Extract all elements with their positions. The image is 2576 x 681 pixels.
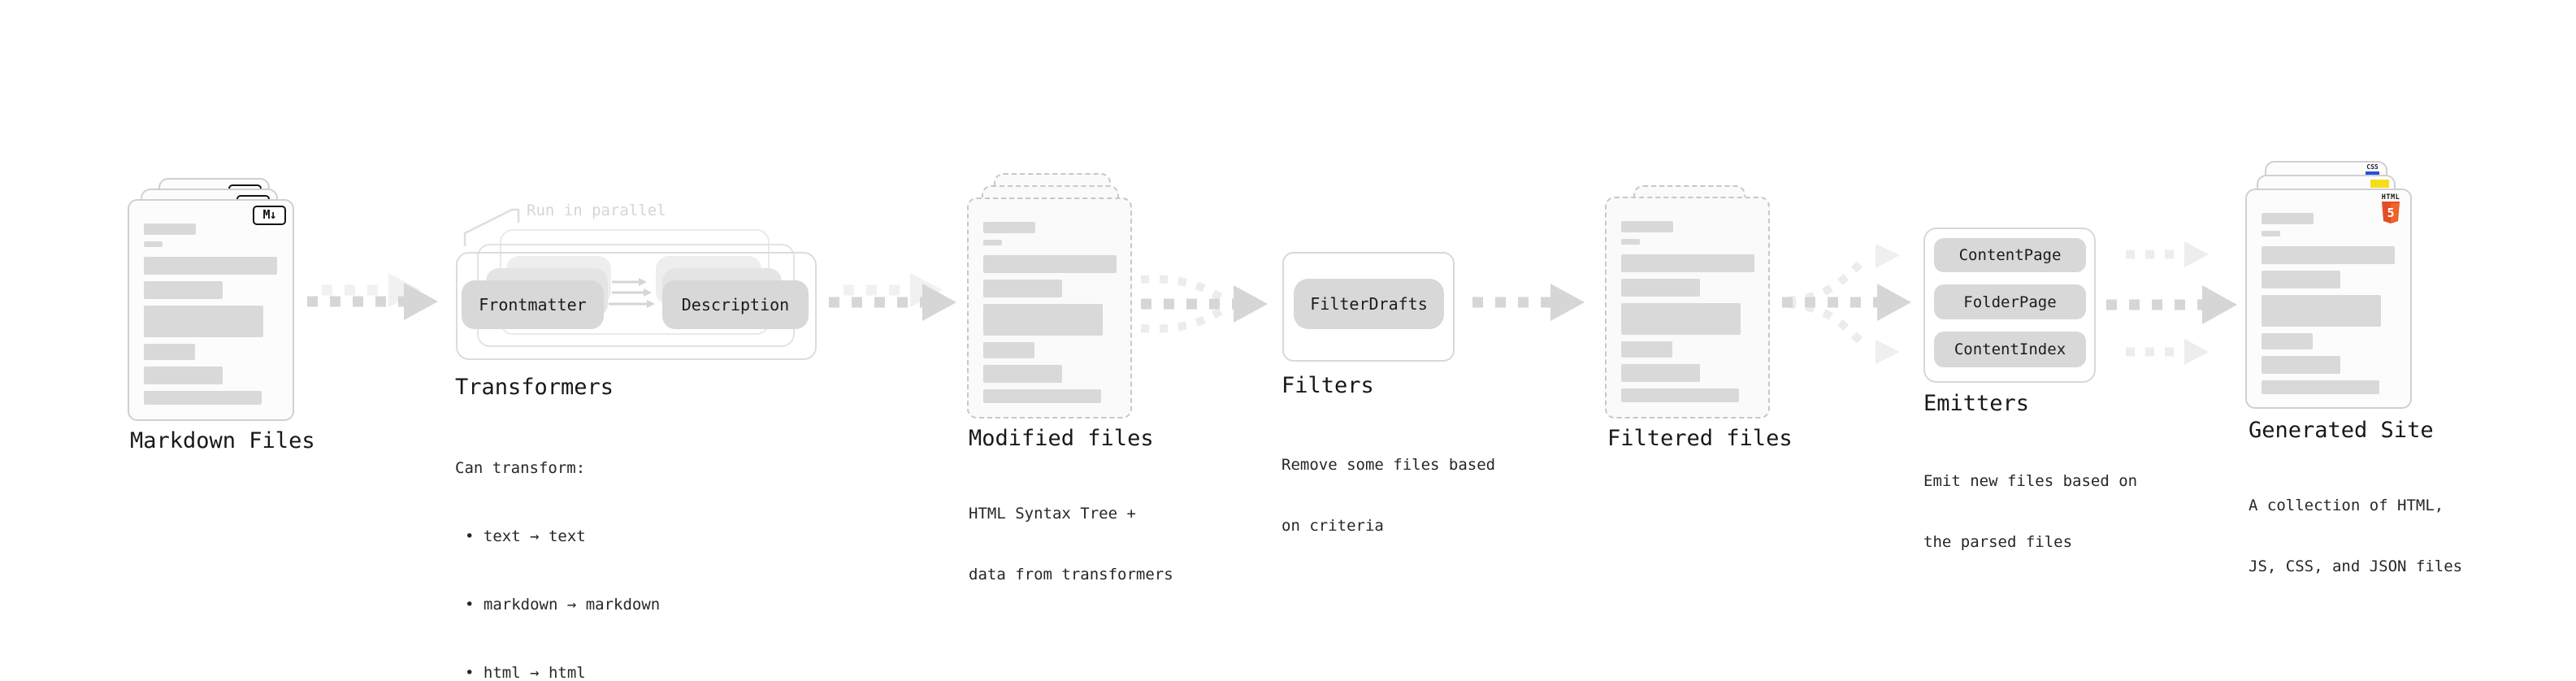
filterdrafts-pill: FilterDrafts (1294, 279, 1444, 329)
generated-doc-front: HTML 5 (2245, 189, 2412, 409)
doc-skeleton-lines (144, 223, 277, 405)
modified-doc-front (967, 197, 1132, 419)
js-file-icon (2370, 180, 2389, 188)
folderpage-pill: FolderPage (1934, 284, 2086, 319)
doc-skeleton-lines (2262, 213, 2395, 394)
arrow-filtered-to-emitters (1782, 244, 1911, 364)
modified-files-title: Modified files (969, 426, 1154, 451)
contentindex-pill: ContentIndex (1934, 332, 2086, 367)
arrow-markdown-to-transformers (307, 273, 438, 320)
emitters-title: Emitters (1923, 391, 2030, 416)
svg-text:5: 5 (2387, 206, 2394, 220)
contentpage-pill: ContentPage (1934, 238, 2086, 272)
arrow-emitters-to-generated (2106, 241, 2237, 365)
markdown-icon: M↓ (253, 206, 286, 225)
html5-logo-icon: HTML 5 (2381, 194, 2400, 227)
markdown-doc-front: M↓ (128, 199, 294, 421)
filters-title: Filters (1281, 373, 1374, 398)
css-file-icon: CSS (2366, 164, 2379, 175)
filtered-doc-front (1605, 197, 1770, 419)
arrow-filters-to-filtered (1472, 284, 1585, 321)
markdown-files-title: Markdown Files (130, 428, 315, 453)
modified-files-description: HTML Syntax Tree + data from transformer… (969, 505, 1173, 583)
transformer-box-front (456, 252, 817, 360)
description-pill: Description (662, 280, 809, 329)
run-in-parallel-note: Run in parallel (527, 202, 666, 219)
doc-skeleton-lines (983, 222, 1117, 403)
generated-site-description: A collection of HTML, JS, CSS, and JSON … (2249, 497, 2463, 575)
arrow-transformers-to-modified (829, 273, 956, 321)
generated-site-title: Generated Site (2249, 418, 2434, 443)
emitters-description: Emit new files based on the parsed files (1923, 472, 2138, 551)
transformers-description: Can transform: • text → text • markdown … (455, 459, 661, 681)
arrow-modified-to-filters (1140, 275, 1268, 333)
doc-skeleton-lines (1621, 221, 1754, 402)
frontmatter-pill: Frontmatter (462, 280, 604, 329)
filtered-files-title: Filtered files (1607, 426, 1793, 451)
transformers-title: Transformers (455, 375, 614, 400)
filters-description: Remove some files based on criteria (1281, 456, 1496, 535)
